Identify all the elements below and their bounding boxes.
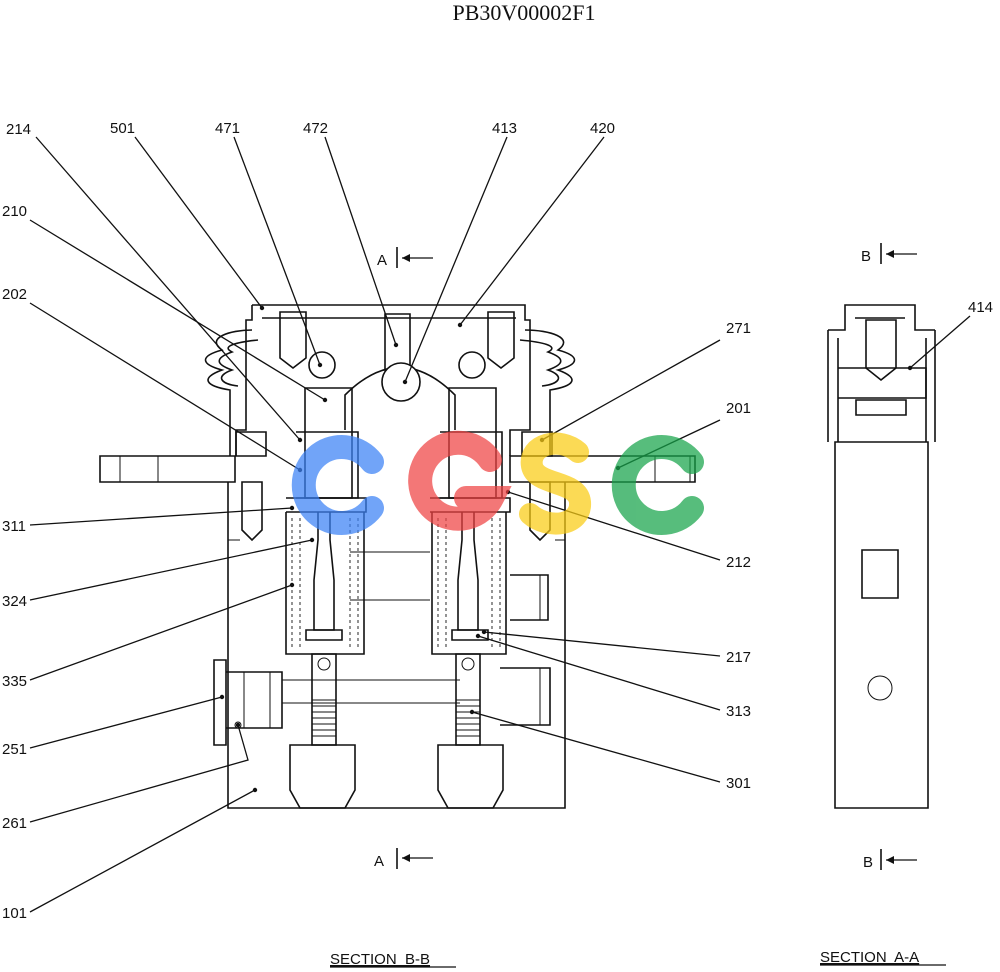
watermark-logo [291,430,704,535]
callout-472: 472 [303,120,328,137]
callout-271: 271 [726,320,751,337]
callout-212: 212 [726,554,751,571]
callout-335: 335 [2,673,27,690]
callout-301: 301 [726,775,751,792]
callout-420: 420 [590,120,615,137]
watermark-g-red [408,430,512,531]
callout-217: 217 [726,649,751,666]
callout-labels: 214 501 471 472 413 420 210 202 311 324 … [2,120,993,922]
callout-101: 101 [2,905,27,922]
section-markers: A A B B [374,243,917,871]
callout-501: 501 [110,120,135,137]
leader-dots [219,305,913,793]
drawing-title: PB30V00002F1 [452,0,595,25]
watermark-c-green [611,435,704,535]
callout-210: 210 [2,203,27,220]
section-marker-a-top: A [377,252,387,269]
callout-201: 201 [726,400,751,417]
watermark-c-blue [291,435,384,535]
section-marker-b-top: B [861,248,871,265]
callout-313: 313 [726,703,751,720]
watermark-s-yellow [519,432,591,535]
callout-414: 414 [968,299,993,316]
callout-214: 214 [6,121,31,138]
callout-202: 202 [2,286,27,303]
callout-261: 261 [2,815,27,832]
section-aa-view [827,304,936,809]
callout-251: 251 [2,741,27,758]
callout-413: 413 [492,120,517,137]
callout-311: 311 [2,518,26,535]
section-marker-b-bottom: B [863,854,873,871]
section-label-aa: SECTION A-A [820,949,919,966]
callout-471: 471 [215,120,240,137]
section-label-bb: SECTION B-B [330,951,430,968]
section-marker-a-bottom: A [374,853,384,870]
leader-lines [29,136,971,913]
callout-324: 324 [2,593,27,610]
section-bb-view [99,304,696,809]
